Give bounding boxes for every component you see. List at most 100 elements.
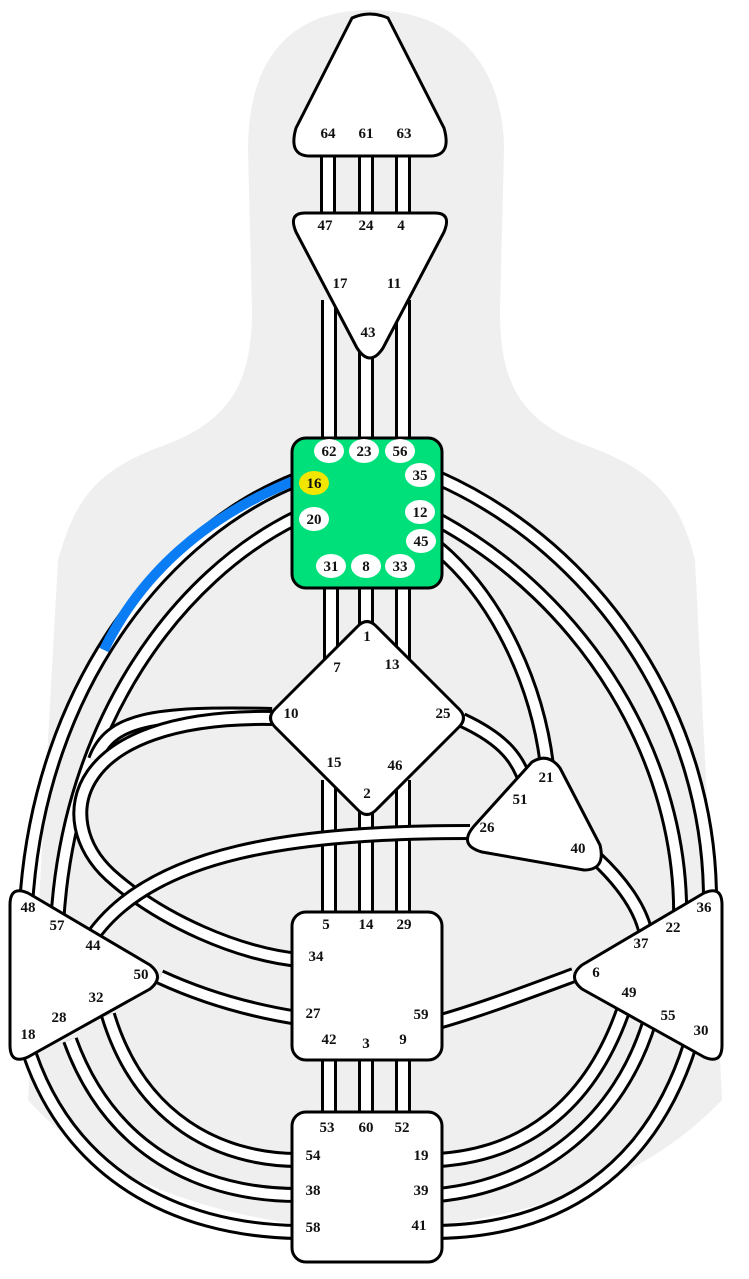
gate-46: 46	[388, 758, 404, 774]
gate-20: 20	[299, 507, 329, 531]
gate-3: 3	[362, 1036, 370, 1052]
channel-fill	[103, 1013, 299, 1165]
gate-26-label: 26	[480, 820, 496, 836]
gate-9: 9	[399, 1032, 407, 1048]
gate-25: 25	[436, 706, 451, 722]
gate-53-label: 53	[320, 1120, 335, 1136]
gate-64-label: 64	[321, 126, 337, 142]
gate-45-marker	[406, 529, 436, 553]
gate-11-label: 11	[387, 276, 401, 292]
sacral-center	[290, 910, 444, 1062]
gate-15: 15	[327, 755, 342, 771]
gate-38: 38	[306, 1183, 321, 1199]
gate-40-label: 40	[571, 841, 586, 857]
gate-27-label: 27	[306, 1006, 322, 1022]
centers-layer	[8, 12, 724, 1264]
gate-48-label: 48	[21, 900, 36, 916]
gate-57-label: 57	[50, 918, 66, 934]
gate-61-label: 61	[359, 126, 374, 142]
gate-47: 47	[318, 218, 334, 234]
gate-52: 52	[395, 1120, 410, 1136]
gate-33: 33	[385, 554, 415, 578]
gate-41-label: 41	[412, 1218, 427, 1234]
ajna-center	[292, 211, 448, 360]
channel-10-34	[72, 709, 301, 968]
gate-11: 11	[387, 276, 401, 292]
gate-37: 37	[634, 936, 650, 952]
gate-48: 48	[21, 900, 36, 916]
gate-32: 32	[89, 990, 104, 1006]
gate-18-label: 18	[21, 1027, 36, 1043]
gate-3-label: 3	[362, 1036, 370, 1052]
gate-42: 42	[322, 1032, 337, 1048]
gate-22-label: 22	[666, 920, 681, 936]
gate-52-label: 52	[395, 1120, 410, 1136]
gate-33-marker	[385, 554, 415, 578]
gate-19-label: 19	[414, 1148, 429, 1164]
gate-53: 53	[320, 1120, 335, 1136]
gate-35: 35	[405, 463, 435, 487]
gate-5-label: 5	[322, 917, 330, 933]
gate-45-label: 45	[414, 534, 429, 550]
gate-4-label: 4	[397, 218, 405, 234]
gate-43-label: 43	[361, 325, 376, 341]
gate-38-label: 38	[306, 1183, 321, 1199]
gate-26: 26	[480, 820, 496, 836]
channel-fill	[52, 513, 299, 926]
g-center	[269, 620, 465, 816]
channel-fill	[437, 1043, 695, 1237]
gate-36: 36	[697, 900, 713, 916]
gate-27: 27	[306, 1006, 322, 1022]
gate-45: 45	[406, 529, 436, 553]
channel-49-19	[437, 1002, 633, 1168]
gate-54-label: 54	[306, 1148, 322, 1164]
root-center	[290, 1110, 444, 1264]
gate-56: 56	[385, 439, 415, 463]
gate-63-label: 63	[397, 126, 412, 142]
gate-62: 62	[314, 439, 344, 463]
gate-12: 12	[405, 500, 435, 524]
gate-50: 50	[134, 967, 149, 983]
channel-fill	[65, 1038, 299, 1200]
gate-14-label: 14	[359, 917, 375, 933]
gate-8: 8	[351, 554, 381, 578]
channel-12-22	[434, 512, 689, 926]
gate-43: 43	[361, 325, 376, 341]
gate-28-label: 28	[52, 1010, 67, 1026]
gate-34-label: 34	[309, 949, 325, 965]
gate-23-label: 23	[357, 444, 372, 460]
gate-16-marker	[299, 471, 329, 495]
head-center	[292, 12, 448, 158]
gate-55-label: 55	[661, 1008, 676, 1024]
spleen-center	[8, 889, 159, 1061]
gate-44: 44	[86, 938, 102, 954]
gate-32-label: 32	[89, 990, 104, 1006]
gate-55: 55	[661, 1008, 676, 1024]
gate-16: 16	[299, 471, 329, 495]
gate-17: 17	[333, 276, 349, 292]
gate-36-label: 36	[697, 900, 713, 916]
gate-61: 61	[359, 126, 374, 142]
gate-2: 2	[363, 786, 371, 802]
gate-29-label: 29	[397, 917, 412, 933]
channel-18-58	[22, 1052, 299, 1240]
channel-fill	[436, 970, 576, 1027]
channel-fill	[25, 1053, 299, 1237]
solar-plexus-center	[573, 889, 724, 1061]
channel-30-41	[437, 1042, 698, 1240]
gate-49: 49	[622, 985, 637, 1001]
gate-28: 28	[52, 1010, 67, 1026]
channel-fill	[157, 972, 299, 1023]
gate-31: 31	[316, 554, 346, 578]
gate-42-label: 42	[322, 1032, 337, 1048]
gate-12-label: 12	[413, 505, 428, 521]
gate-6-label: 6	[592, 965, 600, 981]
gate-62-marker	[314, 439, 344, 463]
gate-23-marker	[349, 439, 379, 463]
gate-21: 21	[539, 770, 554, 786]
channel-fill	[75, 712, 301, 965]
gate-5: 5	[322, 917, 330, 933]
gate-64: 64	[321, 126, 337, 142]
channel-fill	[437, 1003, 630, 1165]
